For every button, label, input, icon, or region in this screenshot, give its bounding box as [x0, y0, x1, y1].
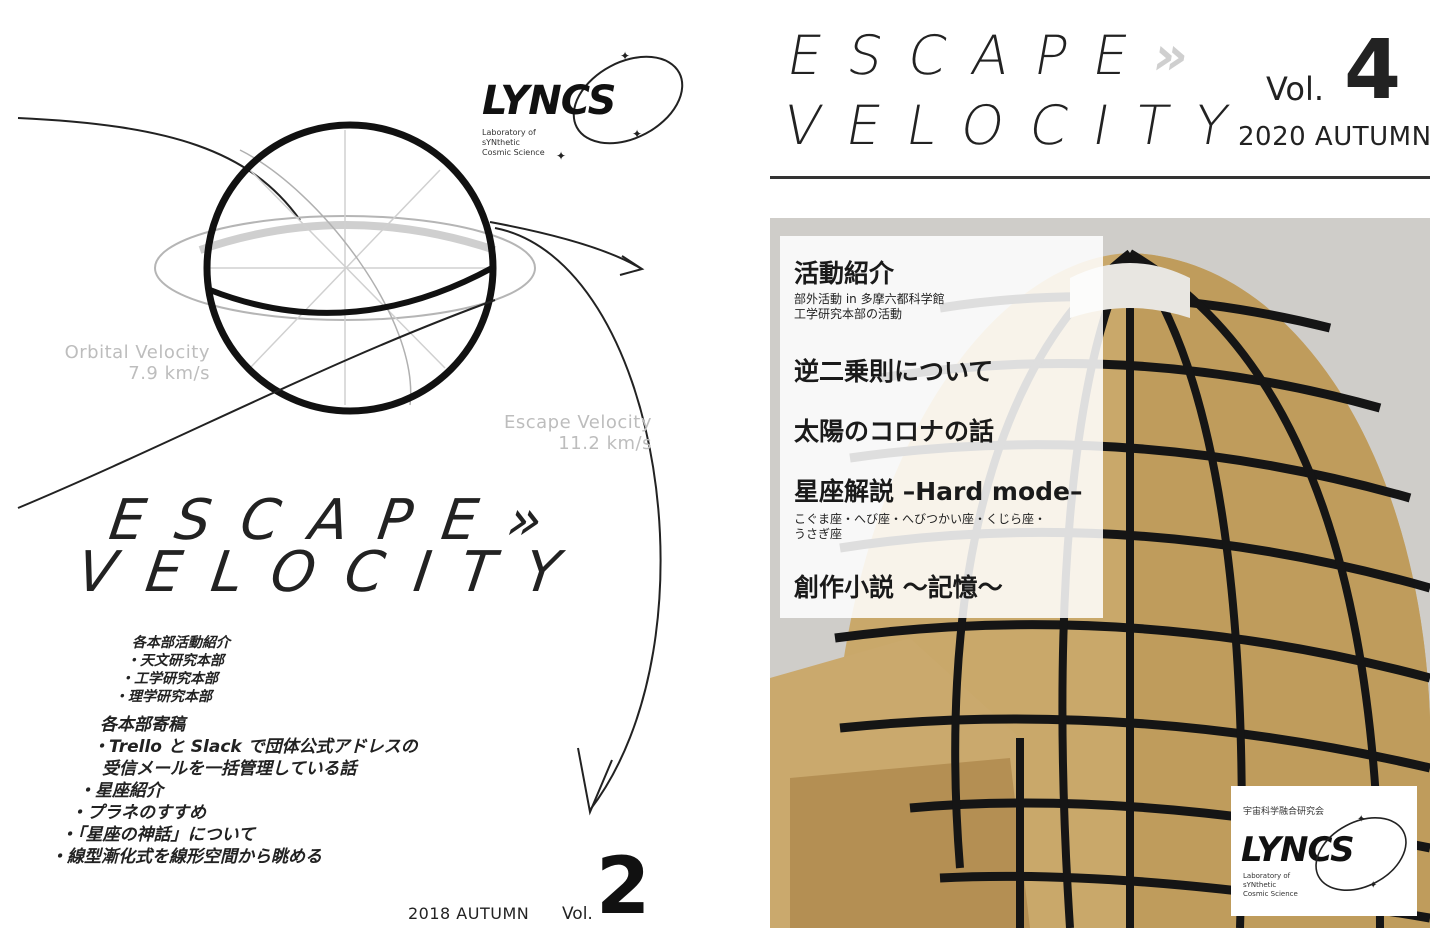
svg-text:✦: ✦	[556, 149, 566, 163]
toc-list-2: 各本部寄稿 ・Trello と Slack で団体公式アドレスの 受信メールを一…	[50, 714, 418, 868]
toc-panel: 活動紹介 部外活動 in 多摩六都科学館 工学研究本部の活動 逆二乗則について …	[780, 236, 1103, 618]
toc-heading: 星座解説 –Hard mode–	[794, 477, 1083, 506]
toc-item: 受信メールを一括管理している話	[102, 759, 357, 779]
toc-heading: 創作小説 〜記憶〜	[794, 573, 1003, 602]
vol-label: Vol.	[562, 904, 593, 924]
toc-item: ・「星座の神話」について	[60, 825, 255, 845]
toc-item: ・Trello と Slack で団体公式アドレスの	[92, 737, 418, 757]
toc-subitem: 工学研究本部の活動	[794, 307, 903, 321]
trajectory-in-line	[17, 117, 301, 221]
orbital-velocity-value: 7.9 km/s	[128, 363, 210, 384]
title-word-escape: ESCAPE	[782, 24, 1160, 87]
logo-subtitle-line: Cosmic Science	[482, 148, 545, 157]
toc-item: ・工学研究本部	[120, 671, 218, 687]
toc-heading: 逆二乗則について	[794, 357, 994, 386]
chevron-double-icon: »	[1148, 24, 1221, 87]
toc-item: ・星座紹介	[78, 781, 163, 801]
escape-velocity-label: Escape Velocity 11.2 km/s	[440, 412, 652, 454]
logo-subtitle: Laboratory of sYNthetic Cosmic Science	[482, 128, 545, 158]
logo-orbit-icon	[572, 55, 684, 145]
cover-vol2: ✦ ✦ ✦ LYNCS Laboratory of sYNthetic Cosm…	[0, 0, 700, 940]
logo-orbit-icon: ✦ ✦	[1315, 814, 1407, 891]
toc-subitem: 部外活動 in 多摩六都科学館	[794, 292, 945, 306]
svg-text:✦: ✦	[620, 49, 630, 63]
cover-title-line1: ESCAPE»	[782, 24, 1220, 87]
toc-item: 各本部活動紹介	[132, 635, 230, 651]
escape-arrow-icon	[577, 747, 613, 816]
toc-item: ・プラネのすすめ	[70, 803, 206, 823]
cover-vol4: ESCAPE» VELOCITY Vol. 4 2020 AUTUMN	[740, 0, 1456, 940]
toc-heading: 活動紹介	[794, 259, 895, 288]
svg-text:✦: ✦	[632, 127, 642, 141]
cover-title-line2: VELOCITY	[778, 94, 1259, 157]
cover-title-line2: VELOCITY	[73, 540, 594, 605]
svg-text:✦: ✦	[1369, 880, 1377, 891]
toc-subitem: こぐま座・へび座・へびつかい座・くじら座・	[794, 512, 1047, 526]
toc-list: 各本部活動紹介 ・天文研究本部 ・工学研究本部 ・理学研究本部	[114, 634, 230, 706]
toc-item: ・天文研究本部	[126, 653, 224, 669]
vol-label: Vol.	[1266, 70, 1325, 108]
logo-wordmark: LYNCS	[482, 78, 616, 124]
toc-heading: 太陽のコロナの話	[794, 417, 995, 446]
logo-badge: 宇宙科学融合研究会 LYNCS Laboratory of sYNthetic …	[1231, 786, 1417, 916]
logo-subtitle-line: sYNthetic	[482, 138, 520, 147]
logo-subtitle: Laboratory of sYNthetic Cosmic Science	[1243, 872, 1298, 899]
trajectory-out-line	[17, 299, 496, 509]
logo-wordmark: LYNCS	[1241, 830, 1355, 870]
title-divider	[770, 176, 1430, 179]
trajectory-arrow-icon	[619, 255, 645, 276]
escape-velocity-value: 11.2 km/s	[558, 433, 652, 454]
orbital-velocity-label: Orbital Velocity 7.9 km/s	[20, 342, 210, 384]
toc-item: 各本部寄稿	[100, 715, 185, 735]
toc-item: ・理学研究本部	[114, 689, 212, 705]
logo-subtitle-line: Cosmic Science	[1243, 890, 1298, 898]
vol-number: 2	[596, 842, 651, 932]
season-label: 2020 AUTUMN	[1238, 122, 1432, 152]
toc-subitem: うさぎ座	[794, 527, 843, 541]
season-label: 2018 AUTUMN	[408, 904, 530, 923]
escape-velocity-text: Escape Velocity	[503, 412, 652, 433]
sphere-globe-icon	[203, 121, 497, 415]
vol-number: 4	[1344, 23, 1402, 118]
logo-subtitle-line: Laboratory of	[1243, 872, 1291, 880]
logo-org-line: 宇宙科学融合研究会	[1243, 807, 1325, 817]
toc-item: ・線型漸化式を線形空間から眺める	[50, 847, 322, 867]
globe-illustration: ✦ ✦ ✦	[17, 49, 684, 816]
logo-subtitle-line: Laboratory of	[482, 128, 536, 137]
orbital-velocity-text: Orbital Velocity	[64, 342, 210, 363]
logo-subtitle-line: sYNthetic	[1243, 881, 1277, 889]
svg-text:✦: ✦	[1357, 814, 1365, 825]
